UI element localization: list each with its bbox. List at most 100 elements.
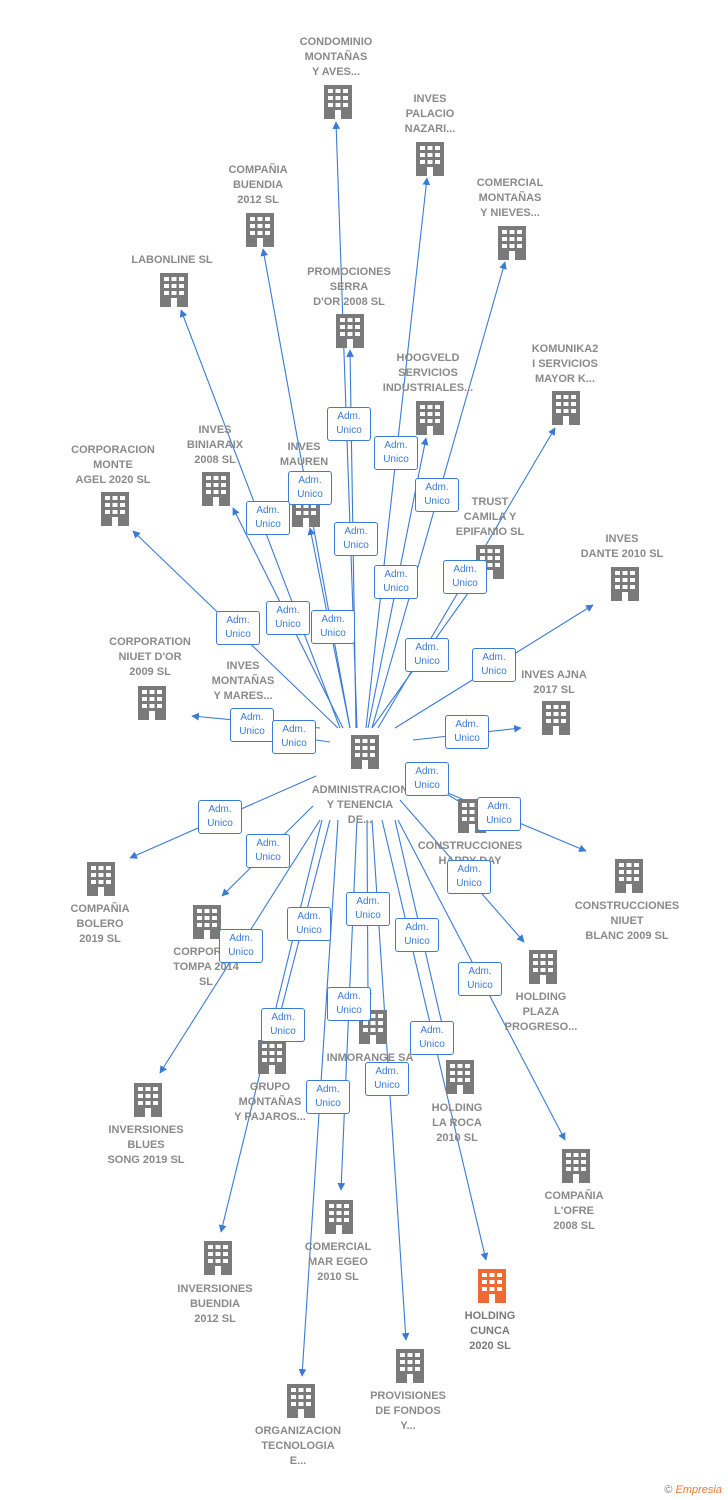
building-icon-inves-biniaraix[interactable] [202, 472, 230, 506]
node-label-line: MONTAÑAS [304, 51, 368, 63]
edge-badge-text: Unico [225, 629, 251, 640]
edge-badge-inves-biniaraix: Adm.Unico [266, 601, 310, 635]
edge-badge-text: Adm. [453, 564, 477, 575]
building-icon-corporacion-tompa[interactable] [193, 905, 221, 939]
node-label-line: INVERSIONES [177, 1283, 253, 1295]
edge-badge-organizacion-tecnologia: Adm.Unico [306, 1080, 350, 1114]
edge-badge-text: Adm. [240, 712, 264, 723]
edge-badge-corporacion-tompa: Adm.Unico [246, 834, 290, 868]
edge-badge-inversiones-buendia: Adm.Unico [261, 1008, 305, 1042]
node-label-line: D'OR 2008 SL [313, 296, 385, 308]
building-icon-corporacion-monte[interactable] [101, 492, 129, 526]
edge-badge-text: Unico [255, 519, 281, 530]
node-label-line: COMERCIAL [304, 1241, 372, 1253]
node-label-line: MONTAÑAS [211, 675, 275, 687]
building-icon-inversiones-blues[interactable] [134, 1083, 162, 1117]
node-label-line: MONTAÑAS [238, 1096, 302, 1108]
node-label-line: SERRA [329, 281, 369, 293]
watermark: © Empresia [664, 1484, 722, 1496]
edge-badge-corporation-niuet: Adm.Unico [230, 708, 274, 742]
node-label-line: DE... [347, 814, 373, 826]
edge-badge-text: Adm. [344, 526, 368, 537]
building-icon-inversiones-buendia[interactable] [204, 1241, 232, 1275]
edge-badge-text: Adm. [297, 911, 321, 922]
edge-badge-text: Adm. [420, 1025, 444, 1036]
edge-badge-text: Unico [481, 666, 507, 677]
node-label-line: I SERVICIOS [532, 358, 598, 370]
edge-badge-text: Adm. [276, 605, 300, 616]
building-icon-corporation-niuet[interactable] [138, 686, 166, 720]
building-icon-comercial-mar-egeo[interactable] [325, 1200, 353, 1234]
node-label-line: EPIFANIO SL [455, 526, 525, 538]
edge-badge-komunika2: Adm.Unico [443, 560, 487, 594]
node-label-labonline[interactable]: LABONLINE SL [107, 253, 237, 268]
building-icon-holding-la-roca[interactable] [446, 1060, 474, 1094]
node-label-line: AGEL 2020 SL [75, 474, 151, 486]
node-label-inmorange[interactable]: INMORANGE SA [305, 1051, 435, 1066]
node-label-line: DANTE 2010 SL [580, 548, 664, 560]
edge-badge-text: Adm. [384, 440, 408, 451]
building-icon-comercial-montanas[interactable] [498, 226, 526, 260]
building-icon-inves-ajna[interactable] [542, 701, 570, 735]
node-label-line: INVES [287, 441, 321, 453]
edge-badge-inves-dante: Adm.Unico [472, 648, 516, 682]
building-icon-holding-plaza[interactable] [529, 950, 557, 984]
node-label-line: 2020 SL [469, 1340, 511, 1352]
building-icon-construcciones-niuet[interactable] [615, 859, 643, 893]
building-icon-komunika2[interactable] [552, 391, 580, 425]
building-icon-organizacion-tecnologia[interactable] [287, 1384, 315, 1418]
building-icon-labonline[interactable] [160, 273, 188, 307]
node-label-line: BOLERO [76, 918, 124, 930]
building-icon-provisiones-fondos[interactable] [396, 1349, 424, 1383]
node-label-line: INMORANGE SA [326, 1052, 414, 1064]
building-icon-hoogveld[interactable] [416, 401, 444, 435]
node-label-line: SERVICIOS [398, 367, 458, 379]
edge-badge-text: Unico [255, 852, 281, 863]
edge-badge-text: Unico [486, 815, 512, 826]
building-icon-grupo-montanas[interactable] [258, 1040, 286, 1074]
building-icon-holding-cunca[interactable] [478, 1269, 506, 1303]
building-icon-inves-dante[interactable] [611, 567, 639, 601]
building-icon-compania-lofre[interactable] [562, 1149, 590, 1183]
building-icon-inves-palacio[interactable] [416, 142, 444, 176]
edge-badge-labonline: Adm.Unico [246, 501, 290, 535]
building-icon-promociones-serra[interactable] [336, 314, 364, 348]
building-icon-compania-bolero[interactable] [87, 862, 115, 896]
center-company-building-icon[interactable] [351, 735, 379, 769]
edge-badge-text: Unico [414, 780, 440, 791]
building-icon-condominio[interactable] [324, 85, 352, 119]
node-label-line: COMPAÑIA [228, 164, 288, 176]
edge-badge-text: Unico [424, 496, 450, 507]
node-label-line: INVES AJNA [521, 669, 587, 681]
building-icon-compania-buendia[interactable] [246, 213, 274, 247]
edge-badge-holding-cunca: Adm.Unico [410, 1021, 454, 1055]
brand-logo[interactable]: Empresia [675, 1484, 722, 1496]
